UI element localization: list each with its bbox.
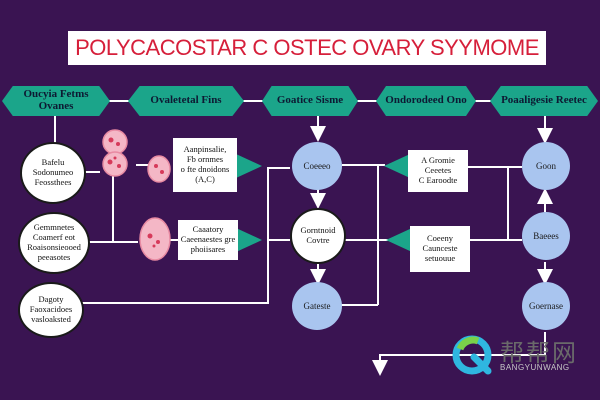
link-lc3 (82, 167, 290, 304)
mid-box-1: Aanpinsalie, Fb ornmes o fte dnoidons (A… (173, 138, 237, 192)
right-blue-circle-3-label: Goernase (529, 300, 563, 311)
left-circle-1: Bafelu Sodonumeo Feossthees (20, 142, 86, 204)
teal-arrow-4 (386, 228, 412, 252)
follicle-icon (147, 155, 171, 183)
teal-arrow-2 (236, 228, 262, 252)
watermark-logo-icon (452, 335, 492, 375)
header-3: Goatice Sisme (262, 86, 358, 116)
watermark: 帮帮网 BANGYUNWANG (452, 333, 592, 381)
mid-box-2: Caaatory Caeenaestes gre phoiisares (178, 220, 238, 260)
header-4: Ondorodeed Ono (376, 86, 476, 116)
right-box-2: Coeeny Caunceste setuouue (410, 226, 470, 272)
header-2: Ovaletetal Fins (128, 86, 244, 116)
mid-blue-circle-1-label: Coeeeo (303, 160, 331, 171)
left-circle-1-label: Bafelu Sodonumeo Feossthees (32, 157, 74, 187)
right-blue-circle-3: Goernase (522, 282, 570, 330)
right-blue-circle-1: Goon (522, 142, 570, 190)
mid-circle-2-label: Gorntnoid Covtre (300, 225, 336, 245)
cyst-cell-icon (139, 217, 171, 261)
header-5: Poaaligesie Reetec (490, 86, 598, 116)
mid-blue-circle-1: Coeeeo (292, 142, 342, 190)
left-circle-3-label: Dagoty Faoxacidoes vasloaksted (29, 294, 73, 324)
left-circle-2: Gemmnetes Coamerf eot Roaisonsieooed pee… (18, 212, 90, 274)
page-title: POLYCACOSTAR C OSTEC OVARY SYYMOME (75, 35, 539, 60)
header-1: Oucyia Fetms Ovanes (2, 86, 110, 116)
bottom-arrow (372, 332, 546, 376)
right-blue-circle-1-label: Goon (536, 160, 556, 171)
teal-arrow-1 (236, 154, 262, 178)
left-circle-3: Dagoty Faoxacidoes vasloaksted (18, 282, 84, 338)
follicle-cluster-icon (102, 129, 128, 177)
right-blue-circle-2: Baeees (522, 212, 570, 260)
mid-blue-circle-3: Gateste (292, 282, 342, 330)
watermark-cn-text: 帮帮网 (500, 339, 578, 367)
mid-circle-2: Gorntnoid Covtre (290, 208, 346, 264)
title-banner: POLYCACOSTAR C OSTEC OVARY SYYMOME (68, 31, 546, 65)
teal-arrow-3 (384, 154, 410, 178)
right-blue-circle-2-label: Baeees (533, 230, 559, 241)
right-box-1: A Gromie Ceeetes C Earoodte (408, 150, 468, 192)
watermark-en-text: BANGYUNWANG (500, 363, 570, 372)
mid-blue-circle-3-label: Gateste (303, 300, 331, 311)
left-circle-2-label: Gemmnetes Coamerf eot Roaisonsieooed pee… (27, 222, 81, 262)
